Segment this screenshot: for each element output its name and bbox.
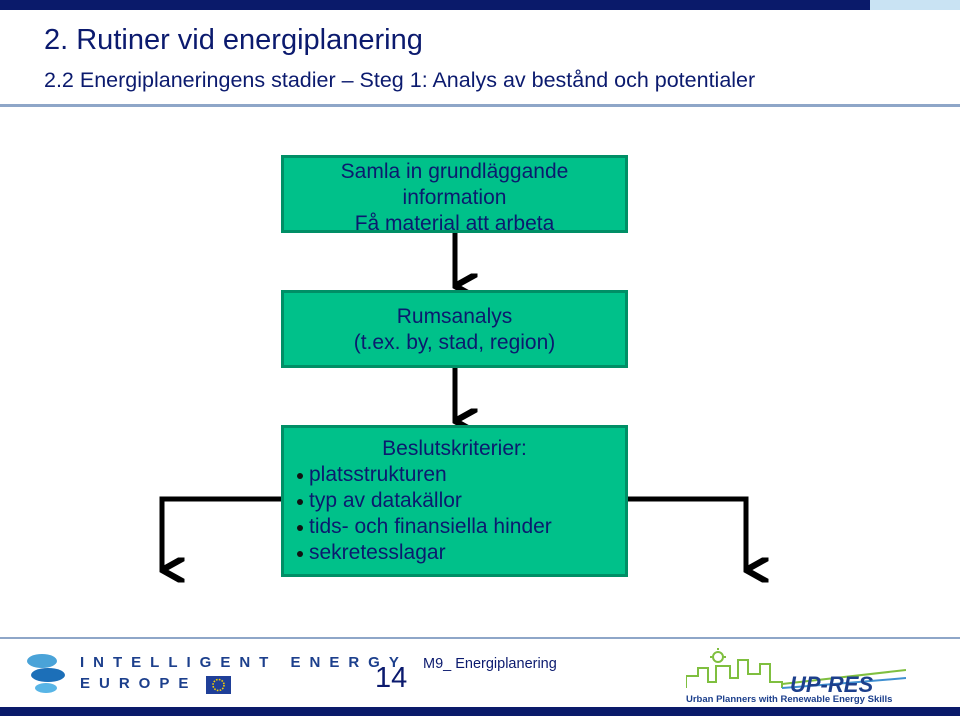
header-divider <box>0 104 960 107</box>
eu-flag-icon <box>206 676 231 694</box>
box1-line3: Få material att arbeta <box>354 212 555 235</box>
list-item: sekretesslagar <box>294 540 625 566</box>
box1-line2: information <box>402 186 507 209</box>
arrow-left-branch <box>159 496 281 570</box>
upres-logo-icon <box>686 648 906 689</box>
iee-logo-line2: EUROPE <box>80 675 198 692</box>
top-bar <box>0 0 960 10</box>
module-label: M9_ Energiplanering <box>423 656 557 672</box>
list-item: typ av datakällor <box>294 488 625 514</box>
box2-line2: (t.ex. by, stad, region) <box>353 331 556 354</box>
upres-tagline: Urban Planners with Renewable Energy Ski… <box>686 694 893 705</box>
iee-logo-line1: INTELLIGENT ENERGY <box>80 654 408 671</box>
arrow-right-branch <box>628 496 746 570</box>
bottom-bar <box>0 707 960 716</box>
step-box-collect-information: Samla in grundläggande information Få ma… <box>281 155 628 235</box>
box1-line1: Samla in grundläggande <box>340 160 569 183</box>
footer-divider <box>0 637 960 639</box>
step-box-spatial-analysis: Rumsanalys (t.ex. by, stad, region) <box>281 290 628 368</box>
box3-heading: Beslutskriterier: <box>382 437 527 460</box>
slide-subtitle: 2.2 Energiplaneringens stadier – Steg 1:… <box>44 68 756 92</box>
iee-logo-icon <box>27 654 65 693</box>
top-bar-accent <box>870 0 960 10</box>
page-number: 14 <box>375 662 408 694</box>
list-item: tids- och finansiella hinder <box>294 514 625 540</box>
step-box-decision-criteria: Beslutskriterier: platsstrukturen typ av… <box>281 425 628 577</box>
criteria-list: platsstrukturen typ av datakällor tids- … <box>284 462 625 566</box>
box2-line1: Rumsanalys <box>396 305 513 328</box>
slide-title: 2. Rutiner vid energiplanering <box>44 24 423 56</box>
list-item: platsstrukturen <box>294 462 625 488</box>
upres-logo-text: UP-RES <box>790 672 874 697</box>
